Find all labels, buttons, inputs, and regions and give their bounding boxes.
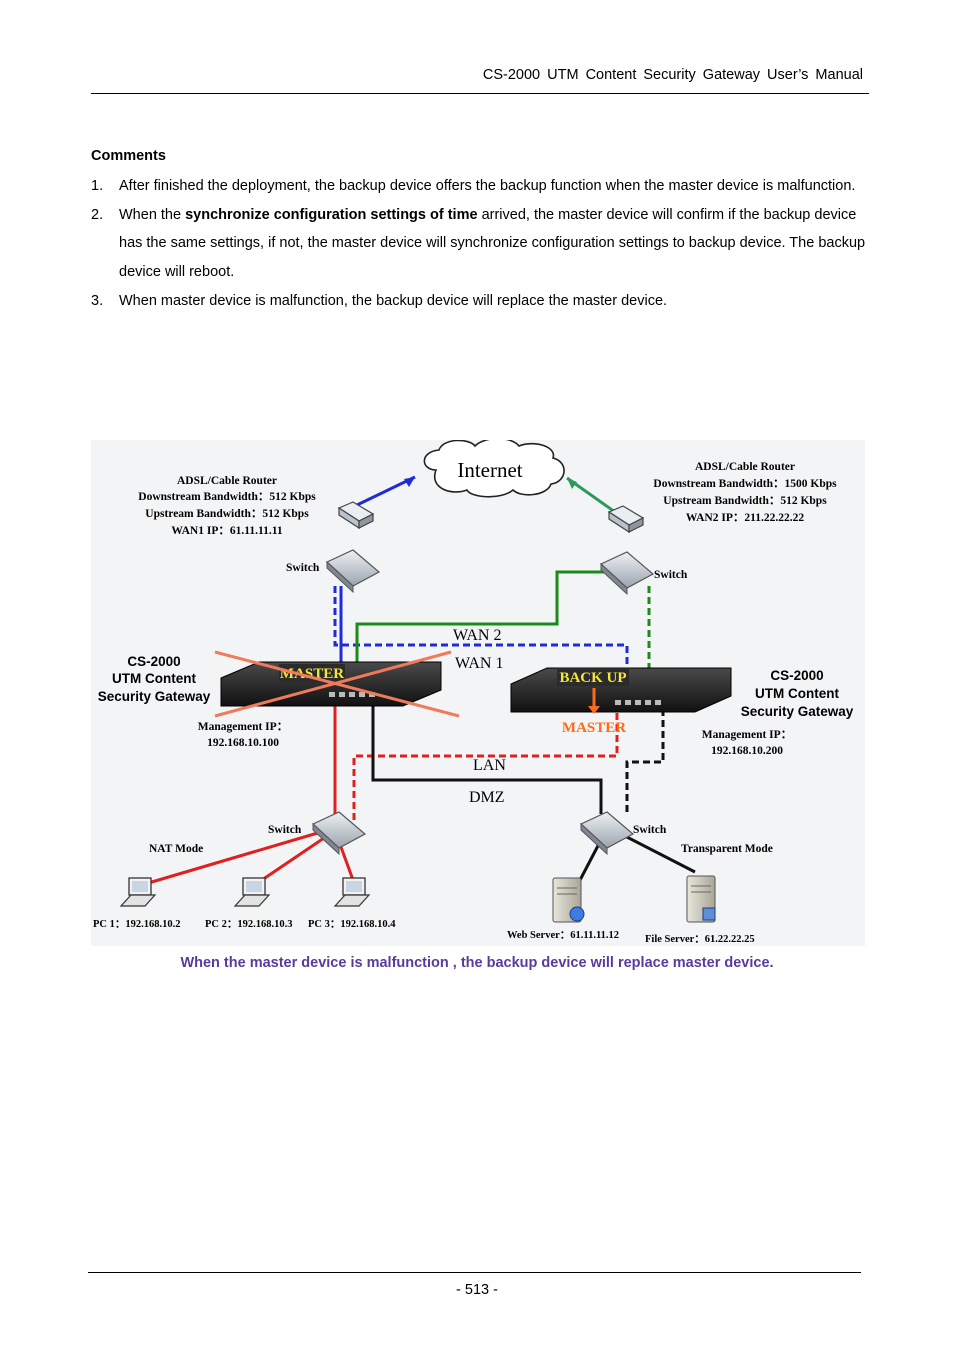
pc3-label: PC 3：192.168.10.4	[308, 919, 396, 930]
gateway-backup: BACK UP MASTER CS-2000 UTM Content Secur…	[510, 667, 854, 757]
router-right-up: Upstream Bandwidth：512 Kbps	[663, 495, 827, 507]
web-server-label: Web Server：61.11.11.12	[507, 930, 619, 941]
switch-label: Switch	[268, 824, 302, 836]
list-item: 2. When the synchronize configuration se…	[91, 201, 866, 287]
switch-label: Switch	[654, 569, 688, 581]
dmz-solid	[371, 698, 603, 814]
wan2-label: WAN 2	[453, 627, 501, 644]
footer-rule	[88, 1272, 861, 1273]
pc-3	[333, 877, 371, 907]
gw-left-line3: Security Gateway	[98, 689, 211, 704]
gw-left-line2: UTM Content	[112, 671, 196, 686]
page-number: - 513 -	[456, 1282, 498, 1298]
gw-left-mgmt-ip: 192.168.10.100	[207, 737, 279, 749]
header-rule	[91, 93, 869, 94]
gw-right-line2: UTM Content	[755, 686, 839, 701]
lan-label: LAN	[473, 757, 506, 774]
switch-lan: Switch	[268, 811, 367, 856]
router-left	[337, 501, 375, 530]
lan-dashed	[352, 698, 619, 820]
router-right-ip: WAN2 IP：211.22.22.22	[686, 512, 804, 524]
wan1-label: WAN 1	[455, 655, 503, 672]
nat-mode-label: NAT Mode	[149, 843, 203, 855]
network-diagram: Internet ADSL/Cable Router Downstream Ba…	[91, 440, 865, 946]
router-left-up: Upstream Bandwidth：512 Kbps	[145, 508, 309, 520]
list-text-pre: When the	[119, 206, 186, 223]
failure-cross	[214, 650, 460, 718]
pc2-label: PC 2：192.168.10.3	[205, 919, 293, 930]
server-links	[577, 830, 696, 883]
gw-right-mgmt-ip: 192.168.10.200	[711, 745, 783, 757]
list-text-post: arrived, the master device will confirm …	[119, 206, 866, 281]
gw-left-line1: CS-2000	[127, 654, 180, 669]
dmz-dashed	[625, 698, 665, 814]
switch-top-right: Switch	[599, 551, 688, 596]
list-number: 1.	[91, 178, 104, 194]
gw-right-mgmt-label: Management IP：	[702, 729, 792, 741]
internet-label: Internet	[457, 458, 522, 482]
switch-label: Switch	[633, 824, 667, 836]
router-right-down: Downstream Bandwidth：1500 Kbps	[653, 478, 837, 490]
comments-list: 1. After finished the deployment, the ba…	[91, 172, 866, 316]
gw-right-line1: CS-2000	[770, 668, 823, 683]
gw-right-line3: Security Gateway	[741, 704, 854, 719]
gateway-master: MASTER CS-2000 UTM Content Security Gate…	[98, 650, 460, 749]
list-item: 3. When master device is malfunction, th…	[91, 287, 866, 316]
gw-left-mgmt-label: Management IP：	[198, 721, 288, 733]
running-header: CS-2000 UTM Content Security Gateway Use…	[482, 67, 863, 83]
switch-dmz: Switch	[579, 811, 667, 856]
pc-2	[233, 877, 271, 907]
router-left-down: Downstream Bandwidth：512 Kbps	[138, 491, 316, 503]
switch-label: Switch	[286, 562, 320, 574]
list-text: When master device is malfunction, the b…	[119, 292, 668, 309]
comments-heading: Comments	[91, 148, 166, 164]
list-text-bold: synchronize configuration settings of ti…	[185, 206, 478, 223]
backup-badge: BACK UP	[559, 670, 626, 686]
router-right	[607, 505, 645, 534]
wan2-solid	[355, 570, 605, 685]
connection-lines	[144, 475, 696, 886]
figure-caption: When the master device is malfunction , …	[180, 955, 774, 971]
master-badge: MASTER	[280, 666, 344, 682]
dmz-label: DMZ	[469, 789, 505, 806]
router-left-title: ADSL/Cable Router	[177, 475, 277, 487]
pc-1	[119, 877, 157, 907]
list-number: 2.	[91, 206, 104, 223]
internet-cloud: Internet	[423, 440, 565, 498]
router-right-title: ADSL/Cable Router	[695, 461, 795, 473]
switch-top-left: Switch	[286, 549, 381, 594]
new-master-label: MASTER	[562, 720, 626, 736]
list-item: 1. After finished the deployment, the ba…	[91, 172, 866, 201]
web-server	[552, 877, 585, 923]
router-left-ip: WAN1 IP：61.11.11.11	[171, 525, 282, 537]
file-server	[686, 875, 716, 923]
transparent-mode-label: Transparent Mode	[681, 843, 773, 855]
file-server-label: File Server：61.22.22.25	[645, 934, 755, 945]
list-number: 3.	[91, 292, 104, 309]
list-text: After finished the deployment, the backu…	[119, 178, 856, 194]
pc1-label: PC 1：192.168.10.2	[93, 919, 181, 930]
wan1-uplink	[356, 475, 416, 507]
